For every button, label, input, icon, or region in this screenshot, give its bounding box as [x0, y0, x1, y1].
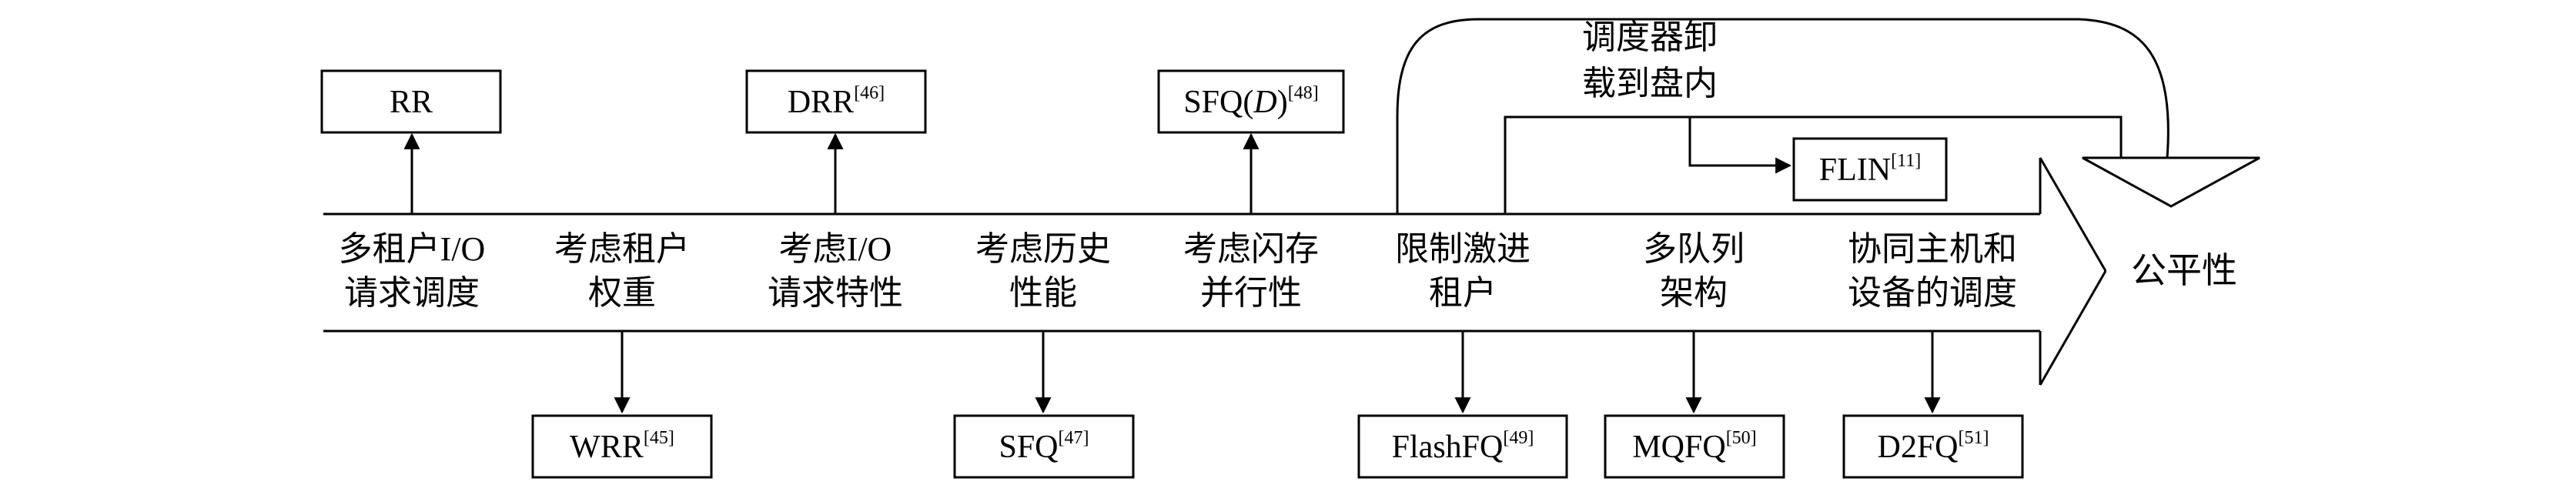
main-arrow: [323, 157, 2107, 386]
stage-label-line2: 请求特性: [768, 274, 903, 312]
fairness-label: 公平性: [2131, 251, 2237, 290]
svg-text:DRR[46]: DRR[46]: [788, 83, 885, 120]
stage-label-line1: 考虑历史: [975, 230, 1111, 268]
svg-text:FlashFQ[49]: FlashFQ[49]: [1392, 428, 1534, 465]
stage-label-line2: 权重: [588, 274, 656, 312]
stage-label-line2: 设备的调度: [1848, 274, 2017, 312]
stage-label-line2: 并行性: [1200, 274, 1302, 312]
stage-label-line1: 考虑闪存: [1183, 230, 1319, 268]
method-box-flin: FLIN[11]: [1792, 137, 1948, 202]
svg-text:D2FQ[51]: D2FQ[51]: [1877, 428, 1989, 465]
svg-text:SFQ(D)[48]: SFQ(D)[48]: [1183, 83, 1318, 120]
stage-label-line1: 限制激进: [1395, 230, 1531, 268]
method-box-flashfq: FlashFQ[49]: [1357, 414, 1568, 479]
offload-label-line1: 调度器卸: [1582, 18, 1718, 56]
svg-text:RR: RR: [390, 85, 433, 120]
offload-arrow: [1396, 18, 2260, 214]
svg-text:WRR[45]: WRR[45]: [570, 428, 674, 465]
stage-label-line2: 架构: [1660, 274, 1728, 312]
connectors: [403, 117, 1941, 414]
stage-label-line1: 多队列: [1643, 230, 1745, 268]
method-box-rr: RR: [320, 69, 502, 134]
method-box-wrr: WRR[45]: [531, 414, 713, 479]
stage-label-line2: 请求调度: [344, 274, 480, 312]
method-box-sfqd: SFQ(D)[48]: [1157, 69, 1345, 134]
stage-label-line1: 考虑租户: [554, 230, 690, 268]
method-box-d2fq: D2FQ[51]: [1842, 414, 2024, 479]
offload-label-line2: 载到盘内: [1582, 65, 1718, 102]
method-box-drr: DRR[46]: [745, 69, 927, 134]
stage-label-line1: 协同主机和: [1848, 230, 2017, 268]
stage-label-line1: 考虑I/O: [779, 230, 892, 268]
method-box-sfq: SFQ[47]: [953, 414, 1135, 479]
stage-label-line2: 租户: [1429, 274, 1497, 312]
stage-label-line2: 性能: [1009, 274, 1077, 312]
stage-label-line1: 多租户I/O: [339, 230, 486, 268]
method-box-mqfq: MQFQ[50]: [1604, 414, 1785, 479]
svg-text:MQFQ[50]: MQFQ[50]: [1632, 428, 1756, 465]
svg-text:FLIN[11]: FLIN[11]: [1819, 151, 1921, 188]
svg-text:SFQ[47]: SFQ[47]: [999, 428, 1089, 465]
